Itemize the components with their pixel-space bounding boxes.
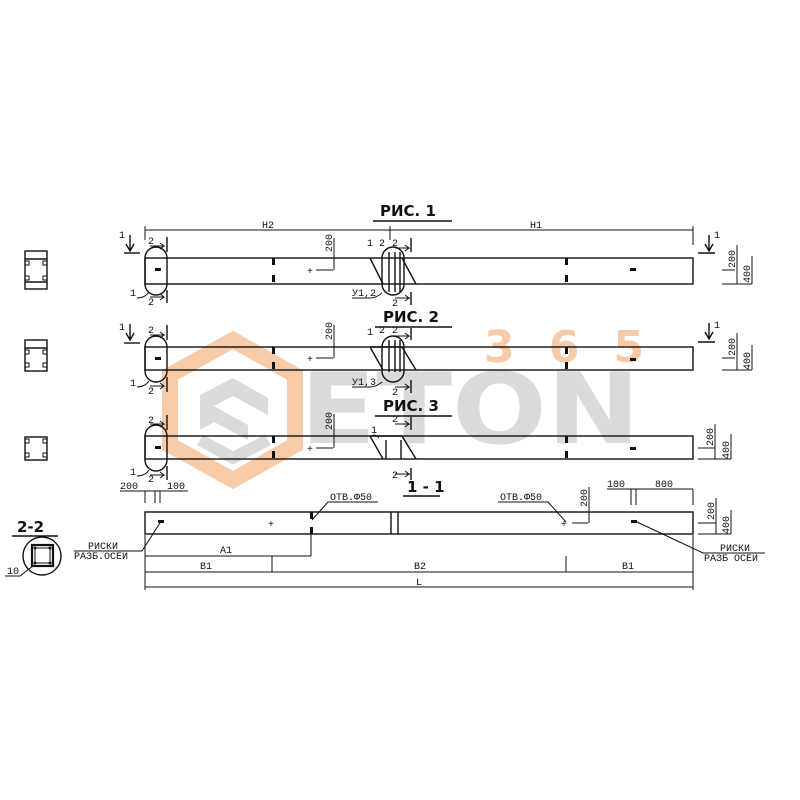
beam-section-1-1: [144, 511, 694, 535]
watermark: ETON 365: [162, 322, 644, 490]
section-2-2: 2-2 10: [5, 518, 62, 578]
svg-text:400: 400: [743, 265, 754, 283]
svg-text:+: +: [307, 355, 313, 366]
figure-2-title: РИС. 2: [383, 308, 439, 326]
svg-text:1: 1: [367, 328, 373, 339]
svg-text:2: 2: [148, 475, 154, 486]
section-1-1-title: 1 - 1: [407, 478, 445, 496]
svg-text:+: +: [307, 267, 313, 278]
svg-text:400: 400: [722, 516, 733, 534]
svg-text:200: 200: [325, 234, 336, 252]
hole-label-right: ОТВ.Ф50: [500, 493, 542, 504]
svg-text:200: 200: [325, 322, 336, 340]
dim-a1: А1: [220, 546, 232, 557]
section-1-1: 1 - 1 + ОТВ.Ф50 РИСКИ РАЗБ.ОСЕЙ ОТВ.Ф50 …: [74, 478, 765, 590]
dim-b2: В2: [414, 562, 426, 573]
figure-3: РИС. 3 2 2 1 + 200 1 2 2: [120, 397, 733, 503]
svg-text:+: +: [307, 445, 313, 456]
svg-text:2: 2: [148, 298, 154, 309]
svg-text:1: 1: [367, 239, 373, 250]
beam-fig1: [144, 257, 694, 285]
svg-text:1: 1: [130, 468, 136, 479]
svg-text:100: 100: [607, 480, 625, 491]
callout-10: 10: [7, 567, 19, 578]
svg-text:+: +: [268, 520, 274, 531]
svg-text:1: 1: [130, 289, 136, 300]
svg-text:2: 2: [148, 237, 154, 248]
svg-text:1: 1: [119, 323, 125, 334]
svg-text:2: 2: [392, 471, 398, 482]
mark-label-left-1: РИСКИ: [88, 542, 118, 553]
svg-text:+: +: [561, 520, 567, 531]
svg-text:200: 200: [325, 412, 336, 430]
figure-2: РИС. 2 2 2 1 1 + 200 1 2 2 У1,3: [119, 308, 754, 399]
watermark-brand: ETON: [300, 353, 640, 467]
svg-text:100: 100: [167, 482, 185, 493]
mark-label-left-2: РАЗБ.ОСЕЙ: [74, 549, 128, 563]
svg-text:400: 400: [743, 352, 754, 370]
dim-l: L: [416, 578, 422, 589]
svg-text:2: 2: [392, 388, 398, 399]
svg-text:1: 1: [714, 321, 720, 332]
cross-section-fig1: [24, 250, 48, 290]
figure-1-title: РИС. 1: [380, 202, 436, 220]
svg-text:У1,3: У1,3: [352, 378, 376, 389]
svg-text:200: 200: [707, 502, 718, 520]
dim-b1-left: В1: [200, 562, 212, 573]
svg-text:200: 200: [706, 428, 717, 446]
svg-text:2: 2: [392, 415, 398, 426]
figure-1: РИС. 1 H2 H1 2 2 1 1 + 200: [119, 202, 754, 310]
svg-text:400: 400: [722, 441, 733, 459]
section-2-2-title: 2-2: [17, 518, 44, 536]
svg-text:1: 1: [371, 426, 377, 437]
cross-section-fig3: [24, 436, 48, 461]
svg-text:2: 2: [392, 239, 398, 250]
svg-text:200: 200: [728, 250, 739, 268]
svg-text:1: 1: [130, 379, 136, 390]
svg-text:2: 2: [379, 326, 385, 337]
svg-text:1: 1: [714, 231, 720, 242]
svg-text:2: 2: [392, 326, 398, 337]
svg-text:2: 2: [148, 326, 154, 337]
hole-label-left: ОТВ.Ф50: [330, 493, 372, 504]
mark-label-right-2: РАЗБ ОСЕЙ: [704, 551, 758, 565]
svg-text:200: 200: [728, 338, 739, 356]
svg-text:2: 2: [148, 416, 154, 427]
dim-h1: H1: [530, 221, 542, 232]
dim-h2: H2: [262, 221, 274, 232]
svg-text:800: 800: [655, 480, 673, 491]
cross-section-fig2: [24, 339, 48, 372]
dim-b1-right: В1: [622, 562, 634, 573]
watermark-logo-icon: [162, 330, 303, 490]
svg-text:200: 200: [580, 489, 591, 507]
mark-label-right-1: РИСКИ: [720, 544, 750, 555]
svg-text:200: 200: [120, 482, 138, 493]
svg-text:1: 1: [119, 231, 125, 242]
svg-text:2: 2: [392, 299, 398, 310]
svg-text:2: 2: [379, 239, 385, 250]
svg-text:2: 2: [148, 387, 154, 398]
svg-text:У1,2: У1,2: [352, 289, 376, 300]
figure-3-title: РИС. 3: [383, 397, 439, 415]
